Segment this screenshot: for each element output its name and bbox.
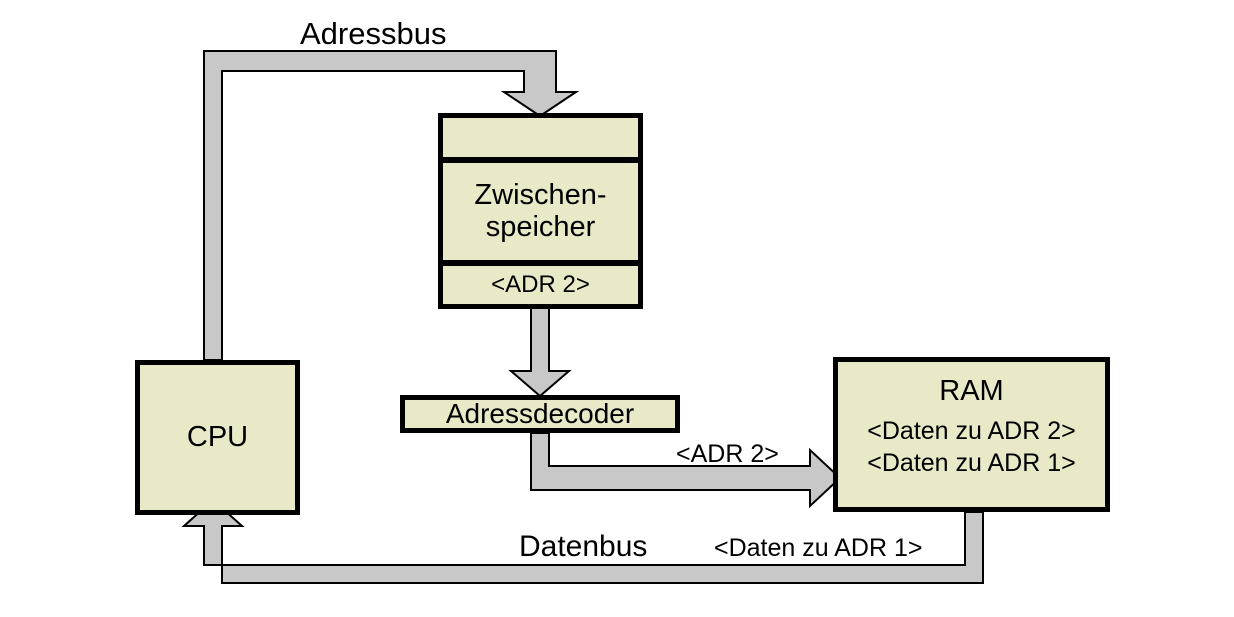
adressbus-label: Adressbus xyxy=(300,16,447,51)
zwischenspeicher-box[interactable]: Zwischen- speicher <ADR 2> xyxy=(438,113,643,309)
ram-row-0: <Daten zu ADR 2> xyxy=(867,417,1076,446)
datenbus-label: Datenbus xyxy=(519,530,648,563)
ram-title: RAM xyxy=(939,375,1004,407)
zwischenspeicher-divider-bottom xyxy=(443,260,638,266)
zwischenspeicher-to-adressdecoder-arrow xyxy=(508,307,572,398)
zwischenspeicher-value: <ADR 2> xyxy=(443,266,638,304)
adressdecoder-box[interactable]: Adressdecoder xyxy=(400,395,680,433)
zwischenspeicher-label: Zwischen- speicher xyxy=(443,163,638,260)
datenbus-payload-label: <Daten zu ADR 1> xyxy=(714,534,923,562)
ram-box[interactable]: RAM <Daten zu ADR 2> <Daten zu ADR 1> xyxy=(833,357,1110,512)
zwischenspeicher-divider-top xyxy=(443,157,638,163)
adressbus-arrow xyxy=(203,50,580,361)
adressdecoder-to-ram-label: <ADR 2> xyxy=(676,440,779,468)
ram-row-1: <Daten zu ADR 1> xyxy=(867,449,1076,478)
cpu-box[interactable]: CPU xyxy=(135,360,300,515)
adressdecoder-to-ram-arrow xyxy=(530,432,842,509)
zwischenspeicher-header xyxy=(443,118,638,157)
